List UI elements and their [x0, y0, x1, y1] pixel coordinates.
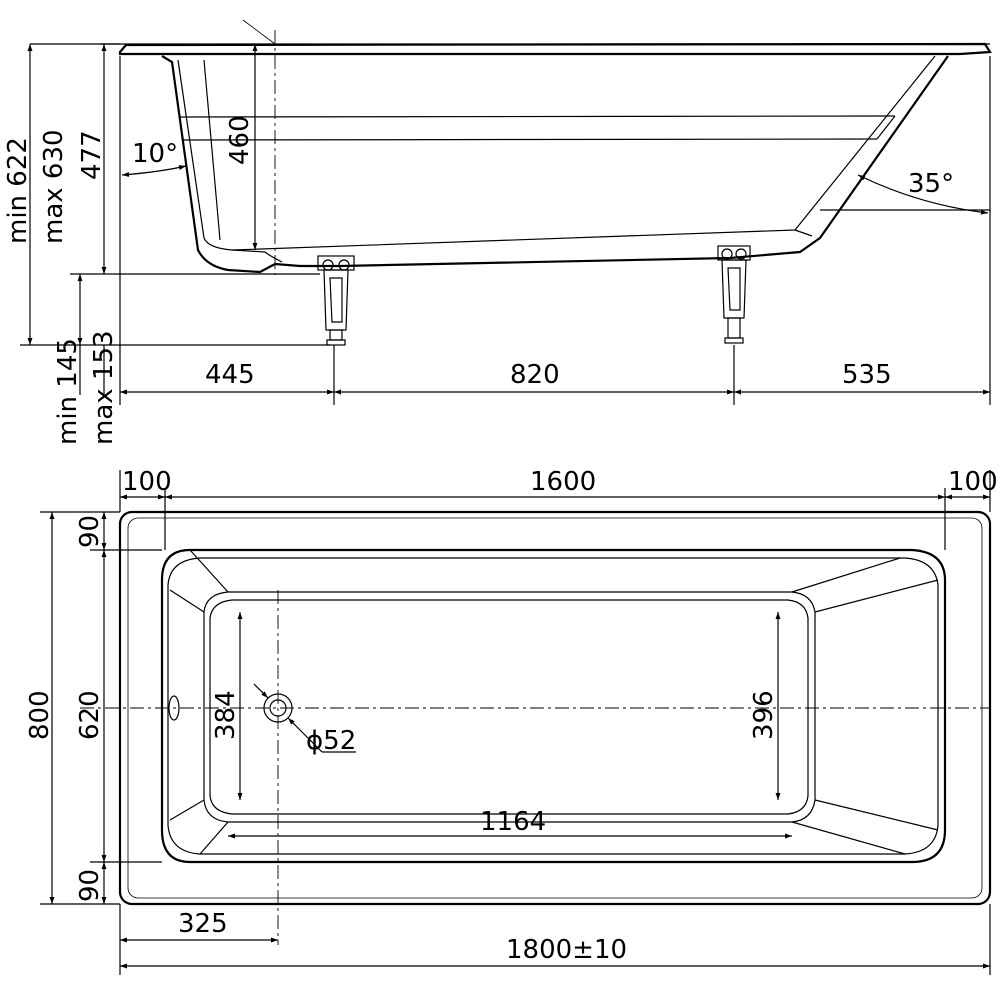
label-rim-top: 90 — [75, 515, 105, 548]
slope-line-1 — [189, 549, 229, 593]
side-line-lower — [182, 138, 878, 141]
label-800: 800 — [25, 690, 55, 740]
label-325: 325 — [178, 909, 228, 939]
side-line-upper — [179, 115, 896, 118]
angle-arc-head — [121, 165, 187, 177]
angle-arc-foot — [857, 174, 989, 215]
side-line-join — [876, 115, 896, 140]
slope-line-7 — [814, 799, 939, 831]
slope-line-5 — [791, 557, 901, 593]
side-view: min 622 max 630 477 460 min 145 max 153 … — [3, 19, 992, 445]
top-bowl-inner — [167, 557, 939, 855]
side-body-outline — [161, 55, 949, 274]
label-rim-left: 100 — [122, 467, 172, 497]
label-depth: 460 — [225, 115, 255, 165]
label-height-max: max 630 — [39, 129, 69, 244]
top-floor-outline — [203, 591, 816, 823]
label-height-min: min 622 — [3, 137, 33, 244]
label-820: 820 — [510, 360, 560, 390]
label-1800: 1800±10 — [506, 935, 627, 965]
slope-line-4 — [199, 821, 229, 855]
label-445: 445 — [205, 360, 255, 390]
label-384: 384 — [211, 690, 241, 740]
slope-line-6 — [814, 579, 939, 613]
label-leg-max: max 153 — [89, 330, 119, 445]
label-1600: 1600 — [530, 467, 596, 497]
top-bowl-outline — [160, 548, 947, 864]
label-1164: 1164 — [480, 807, 546, 837]
label-angle-foot: 35° — [908, 169, 954, 199]
label-620: 620 — [75, 690, 105, 740]
side-inner-floor — [231, 55, 936, 251]
drain-leader-top — [253, 683, 269, 699]
side-inner-slope — [794, 229, 813, 237]
label-396: 396 — [749, 690, 779, 740]
drain-leader-bottom — [287, 717, 303, 733]
leg-left — [317, 255, 355, 346]
label-leg-min: min 145 — [53, 338, 83, 445]
top-floor-inner — [209, 599, 809, 815]
label-rim-right: 100 — [948, 467, 998, 497]
leg-right — [717, 245, 751, 344]
side-rim — [118, 42, 992, 56]
label-drain-diameter: ϕ52 — [306, 726, 356, 756]
label-angle-head: 10° — [132, 139, 178, 169]
top-view: ϕ52 100 1600 100 800 90 620 90 384 396 — [25, 467, 998, 975]
side-inner-contour-2 — [203, 59, 221, 241]
slope-line-8 — [791, 821, 906, 855]
drain-leader-ext — [301, 731, 323, 753]
slope-line-3 — [169, 799, 205, 821]
label-rim-height: 477 — [77, 130, 107, 180]
label-535: 535 — [842, 360, 892, 390]
side-leader-top — [242, 19, 276, 45]
slope-line-2 — [169, 589, 205, 613]
label-rim-bottom: 90 — [75, 869, 105, 902]
